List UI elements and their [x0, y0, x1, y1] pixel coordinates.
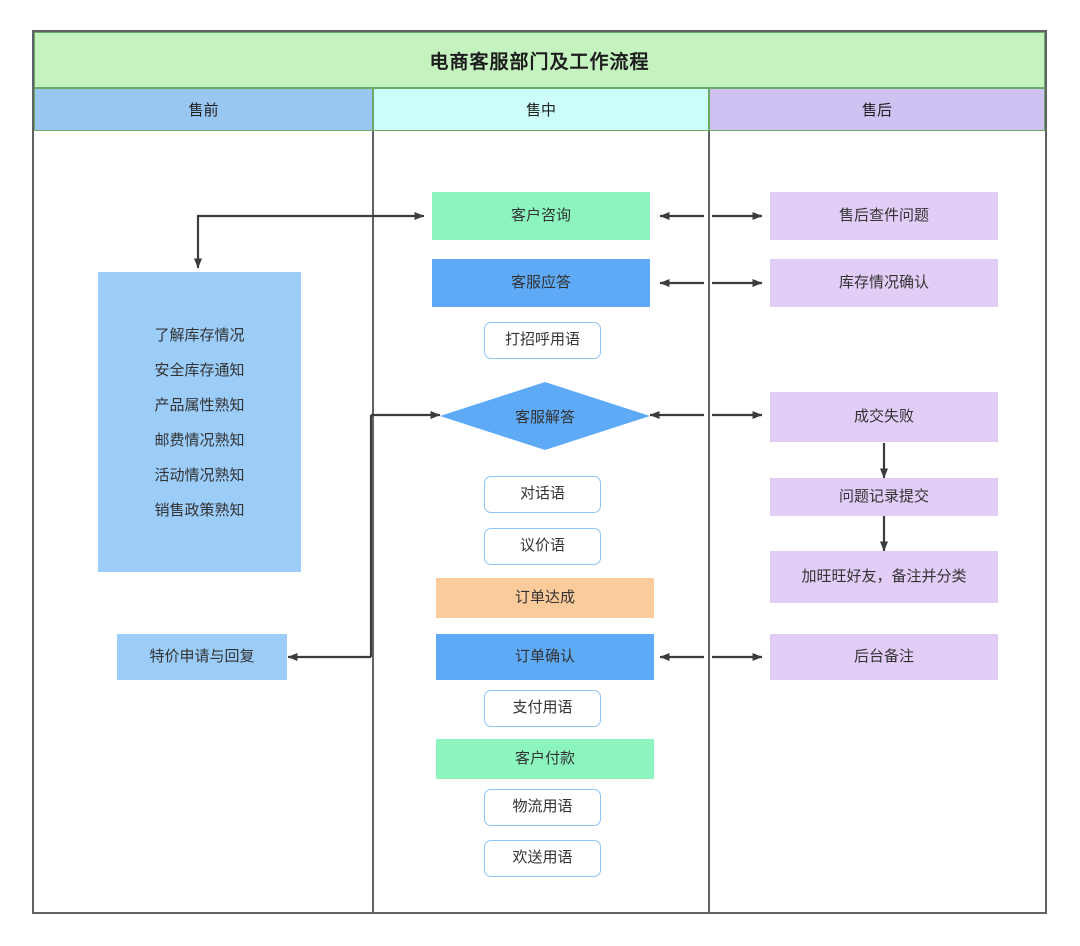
node-aftersale-query[interactable]: 售后查件问题 [770, 192, 998, 240]
node-add-wangwang-friend[interactable]: 加旺旺好友，备注并分类 [770, 551, 998, 603]
node-special-price-request[interactable]: 特价申请与回复 [117, 634, 287, 680]
list-item: 销售政策熟知 [154, 502, 245, 519]
node-customer-payment[interactable]: 客户付款 [436, 739, 654, 779]
node-farewell-script[interactable]: 欢送用语 [484, 840, 601, 877]
diamond-shape [440, 382, 650, 450]
node-dialog-script[interactable]: 对话语 [484, 476, 601, 513]
list-item: 了解库存情况 [154, 327, 245, 344]
node-deal-failed[interactable]: 成交失败 [770, 392, 998, 442]
list-item: 产品属性熟知 [154, 397, 245, 414]
node-customer-inquiry[interactable]: 客户咨询 [432, 192, 650, 240]
lane-divider-1 [372, 131, 374, 913]
diagram-frame [32, 30, 1047, 914]
list-item: 活动情况熟知 [154, 467, 245, 484]
node-stock-confirm[interactable]: 库存情况确认 [770, 259, 998, 307]
node-issue-record[interactable]: 问题记录提交 [770, 478, 998, 516]
list-item: 安全库存通知 [154, 362, 245, 379]
node-service-answer-label: 客服解答 [514, 408, 575, 426]
lane-header-pre-sale: 售前 [34, 88, 373, 131]
node-bargain-script[interactable]: 议价语 [484, 528, 601, 565]
node-logistics-script[interactable]: 物流用语 [484, 789, 601, 826]
node-service-answer[interactable]: 客服解答 [440, 382, 650, 450]
node-order-confirm[interactable]: 订单确认 [436, 634, 654, 680]
list-item: 邮费情况熟知 [154, 432, 245, 449]
node-payment-script[interactable]: 支付用语 [484, 690, 601, 727]
node-greeting-script[interactable]: 打招呼用语 [484, 322, 601, 359]
node-backend-note[interactable]: 后台备注 [770, 634, 998, 680]
lane-divider-2 [708, 131, 710, 913]
node-order-achieved[interactable]: 订单达成 [436, 578, 654, 618]
diagram-title: 电商客服部门及工作流程 [34, 32, 1045, 88]
node-service-reply[interactable]: 客服应答 [432, 259, 650, 307]
presale-knowledge-box[interactable]: 了解库存情况 安全库存通知 产品属性熟知 邮费情况熟知 活动情况熟知 销售政策熟… [98, 272, 301, 572]
lane-header-during-sale: 售中 [373, 88, 709, 131]
lane-header-after-sale: 售后 [709, 88, 1045, 131]
